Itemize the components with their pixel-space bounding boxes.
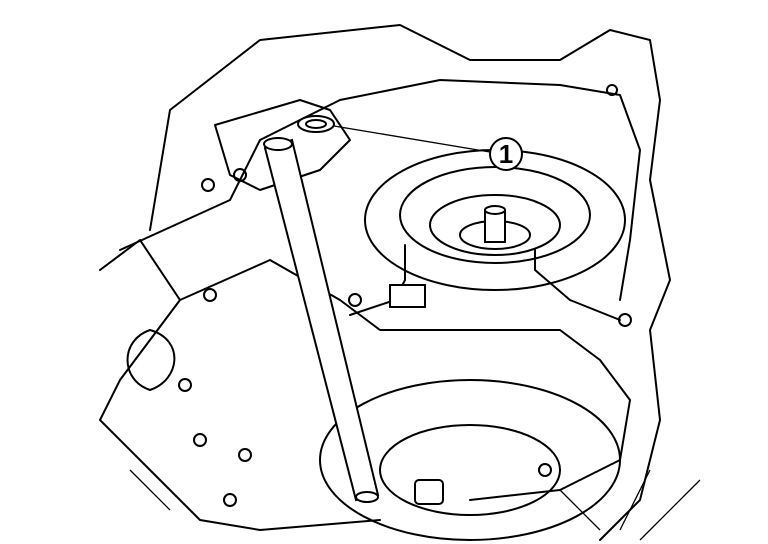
bolt-holes — [178, 84, 632, 507]
callout-leader-line — [333, 125, 491, 153]
lower-bore — [319, 379, 621, 541]
oil-seal — [297, 115, 335, 133]
callout-1-oil-seal: 1 — [489, 137, 523, 171]
housing-outline — [99, 24, 701, 541]
oil-pipes — [349, 244, 621, 321]
hand-tool-rod — [263, 137, 380, 503]
